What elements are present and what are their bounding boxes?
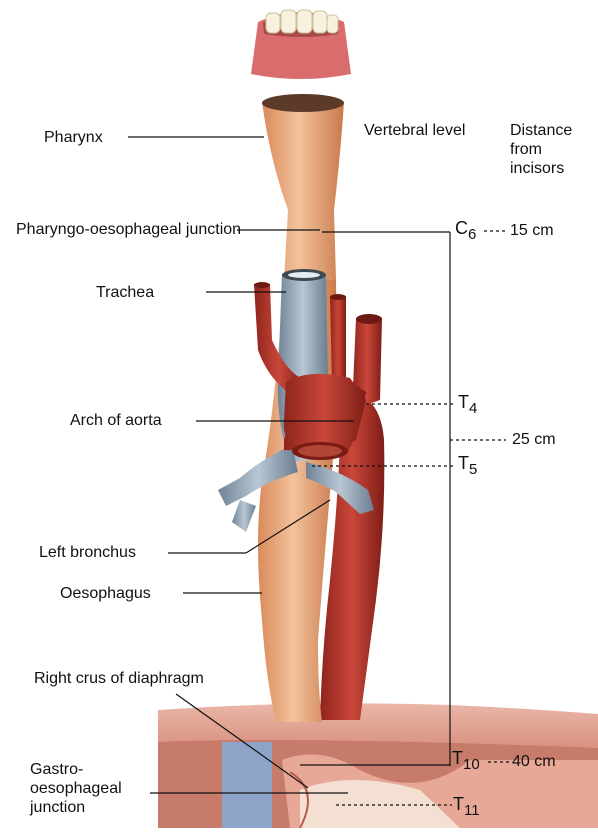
label-left-bronchus: Left bronchus	[39, 543, 136, 562]
distance-40cm: 40 cm	[512, 752, 556, 771]
level-t4: T4	[458, 392, 477, 417]
label-gastro-oesophageal-junction: Gastro-oesophageal junction	[30, 760, 142, 817]
label-pharynx: Pharynx	[44, 128, 103, 147]
level-c6: C6	[455, 218, 476, 243]
distance-15cm: 15 cm	[510, 221, 554, 240]
label-oesophagus: Oesophagus	[60, 584, 151, 603]
mouth-teeth	[251, 10, 351, 79]
label-right-crus: Right crus of diaphragm	[34, 669, 204, 688]
distance-25cm: 25 cm	[512, 430, 556, 449]
label-trachea: Trachea	[96, 283, 154, 302]
level-t10: T10	[452, 748, 480, 773]
level-t5: T5	[458, 453, 477, 478]
header-vertebral-level: Vertebral level	[364, 121, 465, 140]
label-arch-of-aorta: Arch of aorta	[70, 411, 162, 430]
header-distance-from-incisors: Distance from incisors	[510, 121, 590, 178]
label-pharyngo-oesophageal-junction: Pharyngo-oesophageal junction	[16, 220, 244, 239]
level-t11: T11	[453, 794, 480, 819]
